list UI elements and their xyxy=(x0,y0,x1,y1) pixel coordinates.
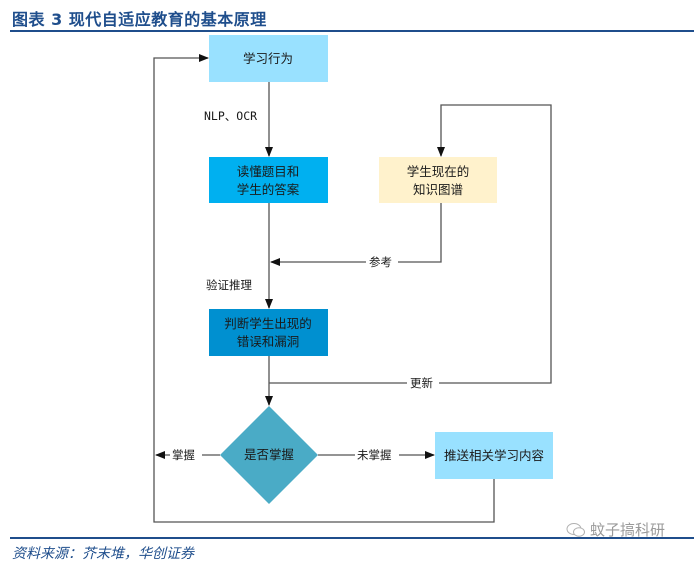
edge-label-not-mastered: 未掌握 xyxy=(357,448,392,462)
node-knowledge-graph: 学生现在的 知识图谱 xyxy=(379,157,497,203)
node-understand: 读懂题目和 学生的答案 xyxy=(209,157,328,203)
node-learning-behavior-label: 学习行为 xyxy=(243,51,293,66)
node-push-content: 推送相关学习内容 xyxy=(435,432,553,479)
edge-label-verify: 验证推理 xyxy=(206,278,252,292)
bottom-divider xyxy=(10,537,694,539)
node-decision: 是否掌握 xyxy=(220,406,318,504)
watermark-text: 蚊子搞科研 xyxy=(590,521,666,539)
edge-feedback-loop xyxy=(153,54,495,523)
edge-label-reference: 参考 xyxy=(369,255,392,269)
edge-update xyxy=(269,104,552,384)
edge-label-update: 更新 xyxy=(410,376,433,390)
top-divider xyxy=(10,30,694,32)
edge-label-nlp-ocr: NLP、OCR xyxy=(204,109,257,123)
node-push-content-label: 推送相关学习内容 xyxy=(444,448,544,463)
node-learning-behavior: 学习行为 xyxy=(209,35,328,82)
node-judge-line1: 判断学生出现的 xyxy=(224,316,312,331)
node-knowledge-graph-line2: 知识图谱 xyxy=(413,182,463,197)
figure-title: 图表 3 现代自适应教育的基本原理 xyxy=(12,10,267,29)
wechat-icon xyxy=(566,522,585,537)
node-knowledge-graph-line1: 学生现在的 xyxy=(407,164,470,179)
node-judge-line2: 错误和漏洞 xyxy=(237,334,300,349)
node-understand-line2: 学生的答案 xyxy=(237,182,300,197)
node-judge: 判断学生出现的 错误和漏洞 xyxy=(209,309,328,356)
source-note: 资料来源：芥末堆，华创证券 xyxy=(12,546,194,562)
node-understand-line1: 读懂题目和 xyxy=(237,164,300,179)
watermark: 蚊子搞科研 xyxy=(566,519,665,540)
node-decision-label: 是否掌握 xyxy=(244,447,294,462)
edge-label-mastered: 掌握 xyxy=(172,448,195,462)
edge-reference xyxy=(270,203,442,266)
